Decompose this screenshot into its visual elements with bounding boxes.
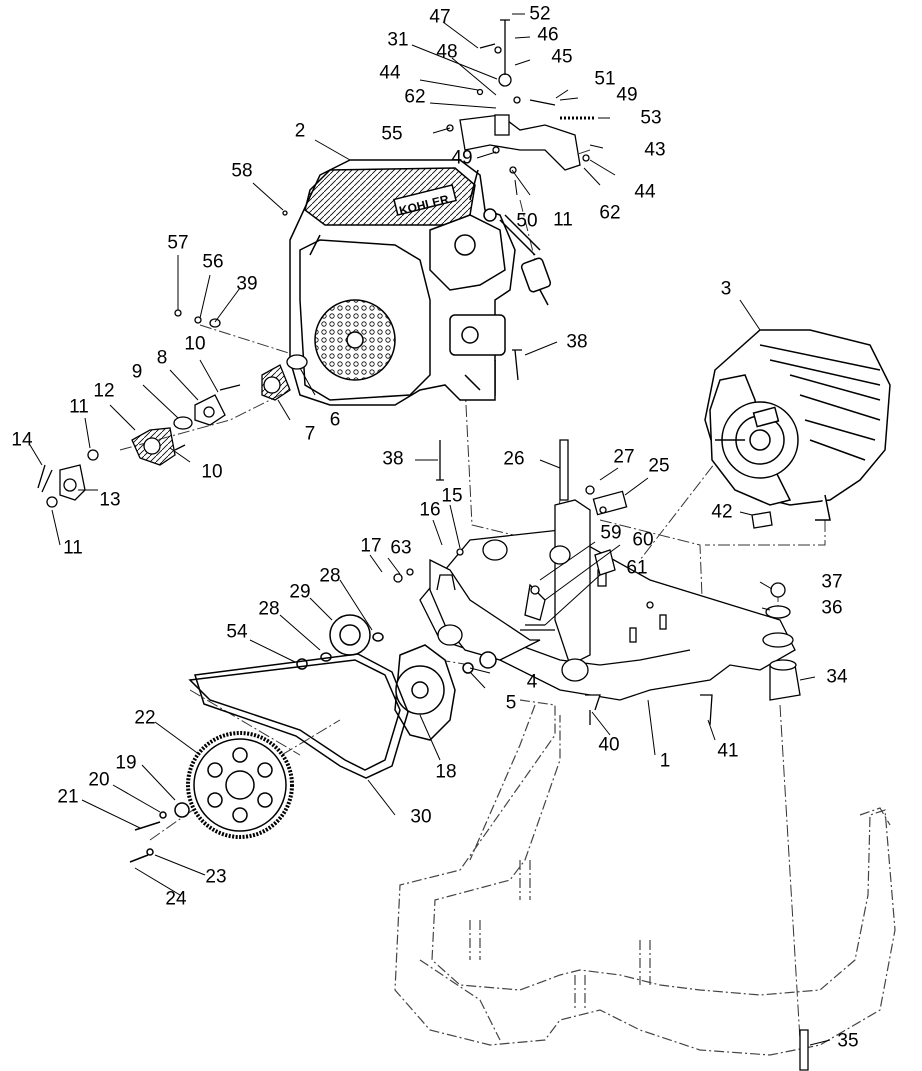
callout-34: 34 (826, 666, 848, 688)
callout-10: 10 (201, 461, 223, 483)
hydraulic-pump (704, 329, 891, 521)
callout-11: 11 (553, 209, 573, 231)
callout-22: 22 (134, 707, 156, 729)
callout-38: 38 (566, 331, 588, 353)
callout-19: 19 (115, 752, 137, 774)
callout-1: 1 (659, 750, 671, 772)
callout-63: 63 (390, 537, 412, 559)
callout-57: 57 (167, 232, 189, 254)
callout-27: 27 (613, 446, 635, 468)
callout-leaders (29, 13, 831, 1046)
callout-2: 2 (294, 120, 306, 142)
callout-42: 42 (711, 501, 733, 523)
callout-30: 30 (410, 806, 432, 828)
callout-5: 5 (505, 692, 517, 714)
callout-9: 9 (131, 361, 143, 383)
callout-28: 28 (319, 565, 341, 587)
callout-18: 18 (435, 761, 457, 783)
callout-3: 3 (720, 278, 732, 300)
callout-51: 51 (594, 68, 616, 90)
isolators (585, 511, 809, 1071)
callout-14: 14 (11, 429, 33, 451)
callout-47: 47 (429, 6, 451, 28)
callout-24: 24 (165, 888, 187, 910)
callout-62: 62 (404, 86, 426, 108)
callout-49: 49 (451, 147, 473, 169)
callout-62: 62 (599, 202, 621, 224)
callout-46: 46 (537, 24, 559, 46)
frame-phantom (394, 699, 896, 1056)
callout-29: 29 (289, 581, 311, 603)
callout-50: 50 (516, 210, 538, 232)
callout-15: 15 (441, 485, 463, 507)
callout-37: 37 (821, 571, 843, 593)
callout-11: 11 (69, 396, 89, 418)
callout-58: 58 (231, 160, 253, 182)
callout-20: 20 (88, 769, 110, 791)
drive-belt (188, 653, 409, 779)
callout-52: 52 (529, 3, 551, 25)
callout-4: 4 (526, 671, 538, 693)
callout-7: 7 (304, 423, 316, 445)
callout-13: 13 (99, 489, 121, 511)
callout-36: 36 (821, 597, 843, 619)
callout-61: 61 (626, 557, 648, 579)
callout-59: 59 (600, 522, 622, 544)
callout-38: 38 (382, 448, 404, 470)
callout-44: 44 (379, 62, 401, 84)
callout-23: 23 (205, 866, 227, 888)
callout-21: 21 (57, 786, 79, 808)
callout-48: 48 (436, 41, 458, 63)
callout-31: 31 (387, 29, 409, 51)
engine (289, 159, 552, 406)
callout-56: 56 (202, 251, 224, 273)
callout-16: 16 (419, 499, 441, 521)
callout-17: 17 (360, 535, 382, 557)
callout-43: 43 (644, 139, 666, 161)
callout-11: 11 (63, 537, 83, 559)
callout-49: 49 (616, 84, 638, 106)
callout-12: 12 (93, 380, 115, 402)
callout-60: 60 (632, 529, 654, 551)
callout-44: 44 (634, 181, 656, 203)
drive-pulleys (129, 614, 497, 863)
callout-53: 53 (640, 107, 662, 129)
callout-39: 39 (236, 273, 258, 295)
callout-8: 8 (156, 347, 168, 369)
callout-28: 28 (258, 598, 280, 620)
plate-isolators (436, 349, 616, 591)
callout-45: 45 (551, 46, 573, 68)
callout-25: 25 (648, 455, 670, 477)
callout-10: 10 (184, 333, 206, 355)
callout-35: 35 (837, 1030, 859, 1052)
callout-26: 26 (503, 448, 525, 470)
coupling-hardware (37, 210, 308, 508)
callout-55: 55 (381, 123, 403, 145)
pump-plate (393, 439, 796, 701)
callout-40: 40 (598, 734, 620, 756)
callout-54: 54 (226, 621, 248, 643)
callout-6: 6 (329, 409, 341, 431)
throttle-bracket (446, 19, 595, 174)
callout-41: 41 (717, 740, 739, 762)
